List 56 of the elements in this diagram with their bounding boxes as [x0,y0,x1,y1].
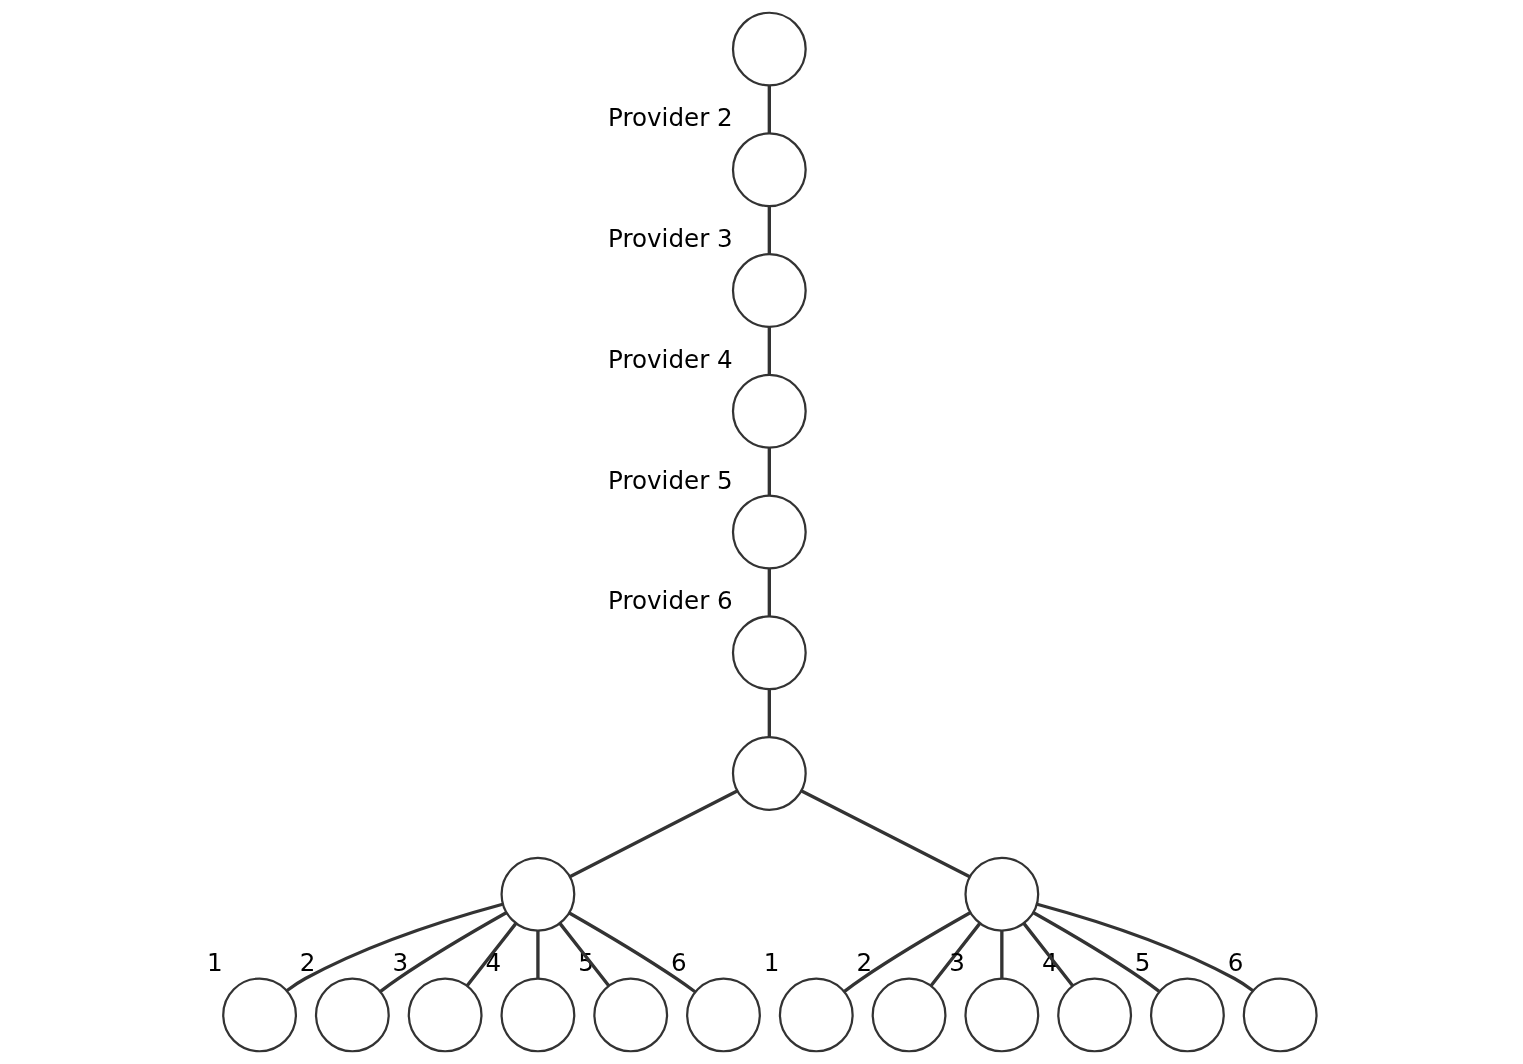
connector [767,447,771,496]
node-label: 1 [763,948,780,978]
connector [929,922,982,987]
node-circle [1057,977,1133,1053]
node-circle [686,977,761,1053]
node-circle [500,977,576,1053]
node-circle [1149,977,1225,1053]
node-circle [731,615,807,691]
node-circle [731,253,807,328]
node-label: Provider 6 [608,586,733,616]
node-label: Provider 2 [608,103,733,133]
connector [800,789,971,879]
node-circle [778,977,854,1053]
node-circle [593,977,669,1053]
connector [767,326,771,375]
node-circle [964,856,1040,932]
node-circle [731,736,807,811]
connector [767,568,771,617]
connector [1032,911,1161,993]
node-label: 3 [392,948,409,978]
node-circle [314,977,390,1053]
node-circle [871,977,947,1053]
node-label: 2 [299,948,316,978]
connector [1022,922,1074,987]
connector [1000,930,1004,979]
connector [285,902,504,993]
node-label: Provider 4 [608,344,733,374]
node-label: 6 [1227,948,1244,978]
node-circle [964,977,1040,1053]
node-circle [731,373,807,449]
node-circle [1242,977,1318,1053]
connector [568,911,697,994]
connector [558,922,610,987]
node-label: 1 [207,948,223,978]
connector [379,911,507,993]
connector [767,689,771,738]
node-label: 5 [1134,948,1151,978]
connector [1036,902,1255,993]
connector [767,85,771,134]
connector [536,930,540,979]
connector [767,206,771,255]
node-label: Provider 5 [608,465,733,495]
node-circle [731,132,807,208]
node-label: 4 [485,948,502,978]
connector [466,922,518,987]
node-circle [500,856,576,932]
connector [569,789,738,879]
node-label: Provider 3 [608,224,733,254]
node-label: 6 [670,948,687,978]
connector [843,911,971,993]
node-label: 3 [949,948,965,978]
node-circle [222,977,297,1053]
node-label: 2 [856,948,873,978]
node-circle [731,11,807,87]
node-circle [731,494,807,570]
node-circle [407,977,483,1053]
